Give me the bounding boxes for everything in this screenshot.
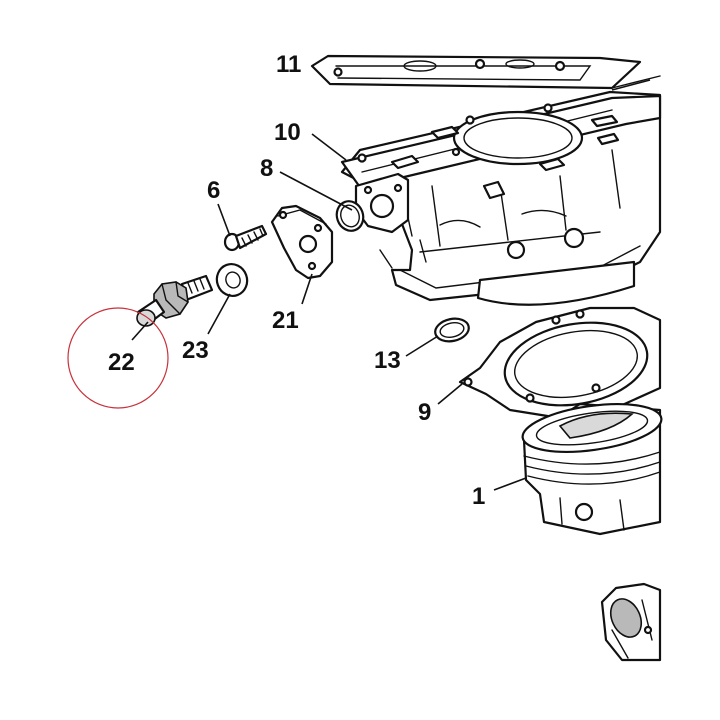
cylinder-head-10 (340, 90, 662, 306)
gasket-9 (458, 306, 662, 420)
fitting-22 (136, 274, 214, 327)
piston-1 (521, 402, 663, 536)
callout-23: 23 (182, 337, 209, 364)
callout-13: 13 (374, 347, 401, 374)
bolt-6 (223, 224, 268, 252)
connecting-rod (600, 582, 662, 662)
callout-1: 1 (472, 483, 485, 510)
callout-21: 21 (272, 307, 299, 334)
washer-23 (215, 263, 249, 297)
callout-6: 6 (207, 177, 220, 204)
highlight-circle (67, 307, 169, 409)
callout-22: 22 (108, 349, 135, 376)
callout-9: 9 (418, 399, 431, 426)
o-ring-8 (335, 200, 365, 232)
callout-10: 10 (274, 119, 301, 146)
o-ring-13 (434, 317, 470, 343)
flange-plate-21 (270, 204, 334, 280)
gasket-11 (310, 54, 661, 90)
callout-8: 8 (260, 155, 273, 182)
leader-lines (131, 79, 651, 491)
callout-11: 11 (276, 51, 301, 78)
